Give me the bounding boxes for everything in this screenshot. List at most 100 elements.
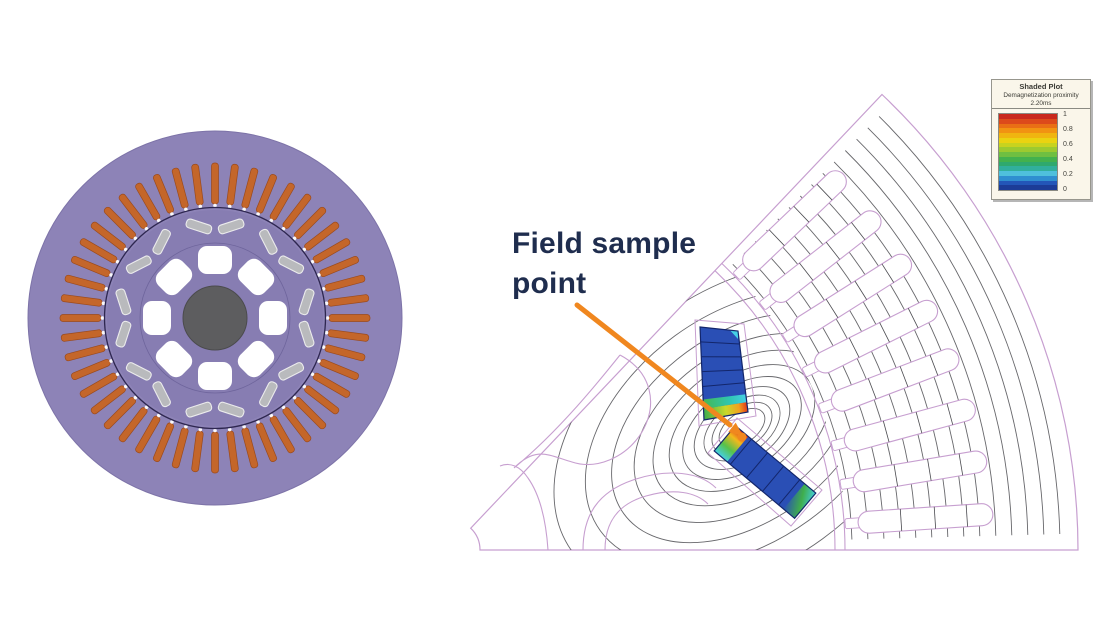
rotor-magnet [217, 218, 245, 235]
stator-slot-outline [839, 450, 988, 493]
stator-slot [191, 163, 204, 209]
stator-slot [269, 413, 295, 454]
rotor-flux-barrier-hole [155, 258, 193, 296]
stator-slot [64, 274, 109, 292]
legend-colorbar-stripe [999, 128, 1057, 133]
stator-slot-outline [733, 170, 847, 280]
legend-tick: 1 [1063, 111, 1067, 118]
air-gap-stator-arc [721, 263, 846, 551]
stator-slot [310, 238, 351, 264]
stator-slot [71, 256, 113, 278]
stator-slot [241, 424, 259, 469]
rotor-magnet [185, 218, 213, 235]
rotor-flux-barrier-hole [198, 246, 232, 274]
rotor-flux-barrier-hole [237, 340, 275, 378]
motor-cross-section-panel [0, 0, 440, 630]
stator-slot [71, 358, 113, 380]
rotor-magnet [152, 228, 171, 255]
stator-slot-outline [759, 210, 882, 310]
stator-slot [118, 193, 149, 231]
field-sample-point-marker [737, 432, 747, 442]
stator-slot [79, 238, 120, 264]
shaded-plot-legend: Shaded Plot Demagnetization proximity 2.… [991, 79, 1091, 200]
stator-slot [325, 314, 371, 322]
legend-colorbar-stripe [999, 171, 1057, 176]
legend-title: Shaded Plot [1019, 82, 1063, 91]
stator-slot [241, 167, 259, 212]
stator-slot-outline [802, 299, 939, 377]
stator-slot [292, 395, 327, 430]
air-gap-rotor-arc [714, 270, 836, 551]
stator-slot [103, 206, 138, 241]
stator-slot [90, 221, 128, 252]
stator-slot [255, 420, 277, 462]
stator-slot [302, 384, 340, 415]
upper-magnet [699, 326, 749, 421]
legend-colorbar-stripe [999, 156, 1057, 162]
stator-slot [324, 329, 370, 342]
stator-slot [64, 344, 109, 362]
legend-colorbar [998, 113, 1058, 191]
stator-slot [135, 182, 161, 223]
legend-colorbar-stripe [999, 175, 1057, 181]
stator-slot [153, 420, 175, 462]
legend-colorbar-stripe [999, 118, 1057, 124]
stator-slot [226, 163, 239, 209]
stator-slot [60, 329, 106, 342]
rotor-flux-barrier-hole [155, 340, 193, 378]
stator-slot [211, 428, 219, 474]
legend-colorbar-stripe [999, 152, 1057, 157]
magnet-pocket-outlines [694, 319, 823, 527]
stator-slot [269, 182, 295, 223]
rotor-magnet [259, 381, 278, 408]
rotor-flux-barrier-outlines [499, 354, 717, 551]
demagnetization-plot-drawing [469, 93, 1079, 551]
rotor-magnet [217, 401, 245, 418]
fea-sector-panel [440, 0, 1120, 630]
stator-slot [103, 395, 138, 430]
rotor-magnet [152, 381, 171, 408]
stator-slot [153, 174, 175, 216]
field-sample-point-label-line2: point [512, 266, 587, 300]
rotor-magnet [115, 320, 132, 348]
stator-slot [321, 274, 366, 292]
legend-colorbar-stripe [999, 180, 1057, 186]
legend-colorbar-stripe [999, 185, 1057, 190]
rotor-magnet [185, 401, 213, 418]
stator-slot [118, 405, 149, 443]
legend-colorbar-stripe [999, 123, 1057, 129]
stator-slot [310, 372, 351, 398]
rotor-magnet [115, 288, 132, 316]
stator-slot [171, 167, 189, 212]
field-sample-arrow [574, 302, 747, 442]
rotor-flux-barrier-hole [237, 258, 275, 296]
stator-slot [135, 413, 161, 454]
legend-colorbar-stripe [999, 166, 1057, 171]
rotor-magnet [298, 288, 315, 316]
rotor-sector-outline [469, 93, 1079, 551]
legend-tick: 0.4 [1063, 156, 1073, 163]
legend-colorbar-stripe [999, 161, 1057, 167]
legend-time-label: 2.20ms [1030, 100, 1052, 107]
stator-slot [317, 358, 359, 380]
legend-colorbar-stripe [999, 137, 1057, 143]
rotor-magnet [278, 255, 305, 274]
rotor-flux-barrier-hole [198, 362, 232, 390]
upper-magnet-corner-hotspot [730, 330, 738, 339]
stator-slot [59, 314, 105, 322]
legend-header: Shaded Plot Demagnetization proximity 2.… [992, 80, 1090, 109]
stator-slot [191, 427, 204, 473]
stator-slot [281, 193, 312, 231]
stator-slot [317, 256, 359, 278]
stator-slot [90, 384, 128, 415]
stator-slot [226, 427, 239, 473]
rotor-flux-barrier-hole [259, 301, 287, 335]
field-sample-point-label-line1: Field sample [512, 227, 697, 260]
stator-slot [255, 174, 277, 216]
stator-slot-outline [844, 503, 994, 534]
field-sample-point-label: Field sample point [512, 224, 782, 303]
stator-slot [324, 294, 370, 307]
